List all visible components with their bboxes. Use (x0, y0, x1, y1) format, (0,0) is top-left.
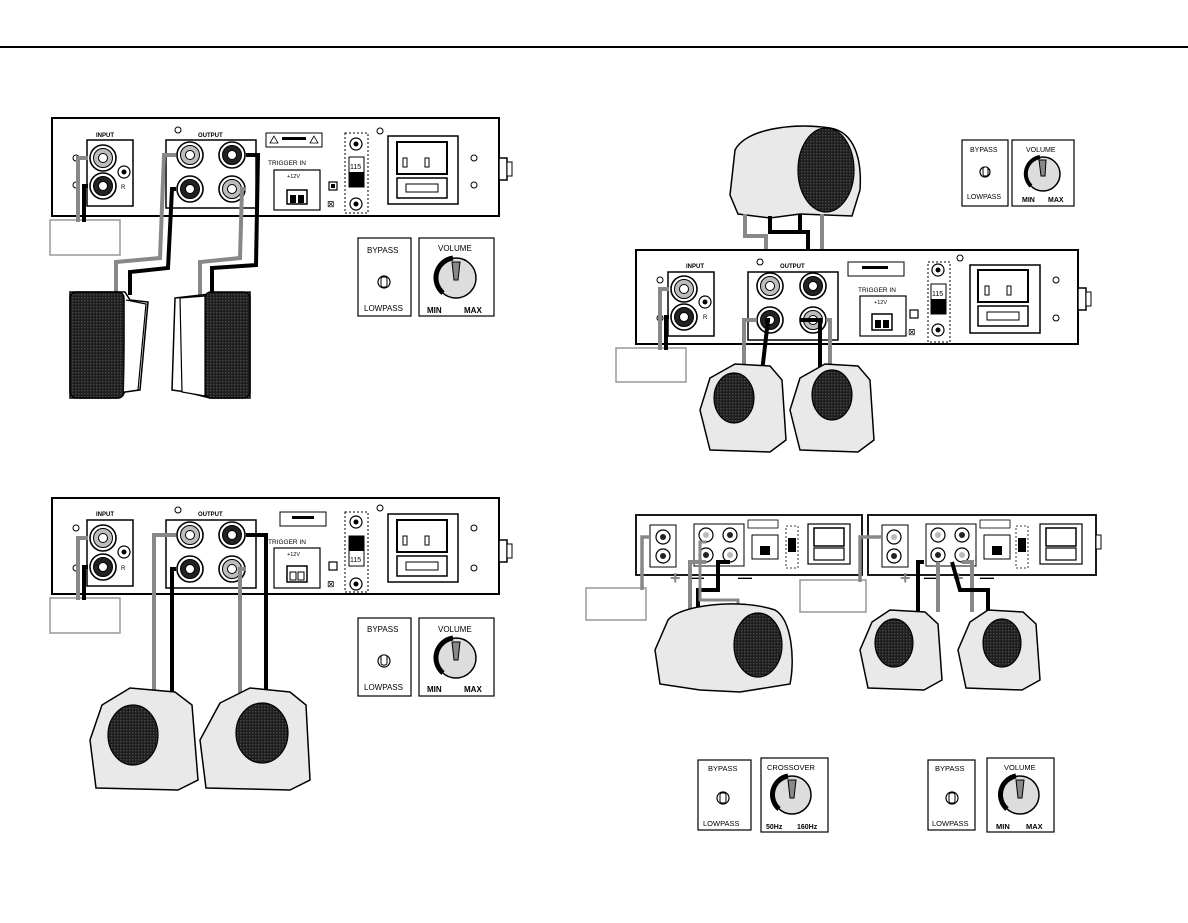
svg-text:R: R (121, 566, 126, 572)
svg-text:BYPASS: BYPASS (367, 246, 398, 255)
diagram-stereo-rock: INPUT R OUTPUT TRIGGER IN +12V ⊠ 115 (49, 497, 513, 791)
speaker-right (171, 291, 251, 399)
bypass-switch-box: BYPASS LOWPASS (961, 139, 1009, 207)
svg-text:115: 115 (350, 557, 361, 564)
svg-text:MIN: MIN (427, 685, 442, 694)
volume-knob-box: VOLUME MIN MAX (418, 617, 495, 697)
bypass-toggle[interactable] (982, 166, 989, 177)
rock-speaker-left (699, 363, 787, 453)
source-label-box (49, 597, 121, 634)
svg-text:BYPASS: BYPASS (935, 764, 964, 773)
svg-text:MAX: MAX (1048, 197, 1064, 204)
svg-text:LOWPASS: LOWPASS (967, 194, 1001, 201)
svg-text:⊠: ⊠ (908, 327, 916, 337)
volume-knob-box: VOLUME MIN MAX (418, 237, 495, 317)
bypass-switch-box: BYPASS LOWPASS (357, 617, 412, 697)
diagram-stereo-bookshelf: INPUT R OUTPUT TRIGGER IN +12V ⊠ 115 (49, 117, 513, 399)
input-r-label: R (121, 185, 126, 191)
speaker-left (69, 291, 149, 399)
voltage-switch-label: 115 (350, 164, 361, 171)
power-inlet (396, 141, 448, 175)
rock-speaker-right (199, 687, 311, 791)
svg-text:—: — (924, 569, 938, 585)
rock-subwoofer (654, 603, 793, 693)
volume-knob-box: VOLUME MIN MAX (1011, 139, 1075, 207)
rock-speaker-right (789, 363, 875, 453)
source-label-box (49, 219, 121, 256)
svg-text:⊠: ⊠ (327, 579, 335, 589)
svg-text:MAX: MAX (464, 685, 482, 694)
svg-text:⊠: ⊠ (327, 199, 335, 209)
output-right-plus[interactable] (218, 141, 246, 169)
svg-text:INPUT: INPUT (96, 512, 114, 518)
bypass-switch-box-sub: BYPASS LOWPASS (697, 759, 752, 831)
polarity-plus: + (670, 568, 681, 588)
rock-subwoofer-top (729, 125, 862, 219)
svg-text:MAX: MAX (464, 306, 482, 315)
output-left-plus[interactable] (176, 141, 204, 169)
svg-text:BYPASS: BYPASS (367, 625, 398, 634)
svg-text:MIN: MIN (996, 822, 1010, 831)
svg-text:TRIGGER IN: TRIGGER IN (858, 287, 896, 294)
svg-text:OUTPUT: OUTPUT (780, 264, 805, 270)
diagram-three-rock: BYPASS LOWPASS VOLUME MIN MAX INPUT R OU… (615, 125, 1092, 453)
input-label: INPUT (96, 133, 114, 139)
svg-text:MIN: MIN (427, 306, 442, 315)
svg-text:VOLUME: VOLUME (438, 625, 472, 634)
trigger-in-label: TRIGGER IN (268, 160, 306, 167)
svg-text:BYPASS: BYPASS (970, 147, 998, 154)
volume-knob-box-satellite: VOLUME MIN MAX (986, 757, 1055, 833)
input-jack-left[interactable] (89, 144, 117, 172)
diagram-dual-amp: + — — + — + — BYPASS (585, 514, 1102, 833)
svg-text:+12V: +12V (874, 300, 887, 306)
svg-text:LOWPASS: LOWPASS (703, 819, 740, 828)
bypass-switch-box: BYPASS LOWPASS (357, 237, 412, 317)
source-label-box-sub (585, 587, 647, 621)
svg-text:VOLUME: VOLUME (1004, 763, 1036, 772)
bypass-switch-box-satellite: BYPASS LOWPASS (927, 759, 976, 831)
svg-text:+12V: +12V (287, 174, 300, 180)
svg-text:TRIGGER IN: TRIGGER IN (268, 539, 306, 546)
svg-text:BYPASS: BYPASS (708, 764, 737, 773)
svg-text:160Hz: 160Hz (797, 824, 818, 831)
rock-speaker-right (957, 609, 1041, 691)
svg-text:MAX: MAX (1026, 822, 1043, 831)
bypass-toggle[interactable] (380, 276, 388, 288)
svg-text:115: 115 (932, 291, 943, 298)
source-label-box (615, 347, 687, 383)
svg-text:LOWPASS: LOWPASS (364, 304, 403, 313)
crossover-knob-box: CROSSOVER 50Hz 160Hz (760, 757, 829, 833)
input-jack-right[interactable] (89, 172, 117, 200)
bypass-toggle[interactable] (948, 792, 956, 804)
svg-text:+12V: +12V (287, 552, 300, 558)
svg-text:R: R (703, 315, 708, 321)
svg-text:—: — (690, 569, 704, 585)
rock-speaker-left (89, 687, 199, 791)
svg-text:LOWPASS: LOWPASS (932, 819, 969, 828)
svg-text:MIN: MIN (1022, 197, 1035, 204)
svg-text:VOLUME: VOLUME (1026, 147, 1056, 154)
source-label-box-satellite (799, 579, 867, 613)
svg-text:—: — (738, 569, 752, 585)
svg-text:VOLUME: VOLUME (438, 244, 472, 253)
svg-text:+: + (900, 568, 911, 588)
bypass-toggle[interactable] (380, 654, 388, 666)
svg-text:50Hz: 50Hz (766, 824, 783, 831)
rock-speaker-left (859, 609, 943, 691)
output-label: OUTPUT (198, 133, 223, 139)
bypass-toggle[interactable] (719, 792, 727, 804)
svg-text:INPUT: INPUT (686, 264, 704, 270)
output-left-minus[interactable] (176, 175, 204, 203)
svg-text:CROSSOVER: CROSSOVER (767, 763, 816, 772)
svg-text:OUTPUT: OUTPUT (198, 512, 223, 518)
svg-text:LOWPASS: LOWPASS (364, 683, 403, 692)
svg-text:—: — (980, 569, 994, 585)
